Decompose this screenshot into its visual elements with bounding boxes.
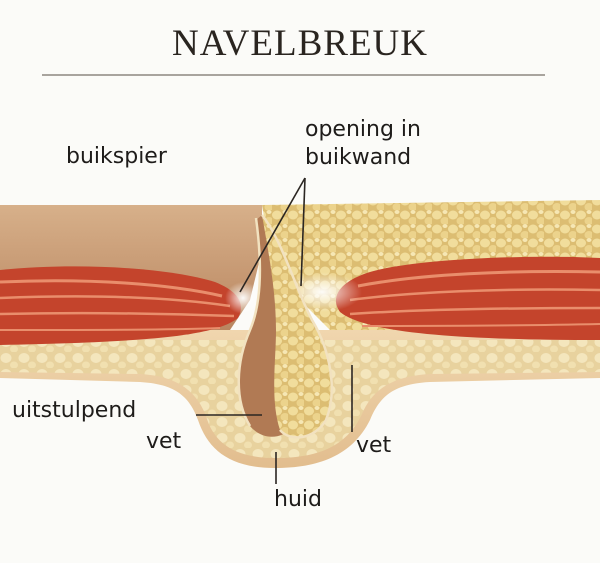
leader-opening-2 — [300, 177, 306, 287]
sac-outline — [261, 214, 333, 439]
wall-opening-left — [225, 282, 261, 314]
label-uitstulpend-line1: uitstulpend — [12, 398, 137, 423]
right-abdominal-muscle — [335, 256, 600, 340]
label-vet: vet — [356, 433, 392, 458]
label-opening-line1: opening in — [305, 117, 421, 142]
label-buikspier: buikspier — [66, 144, 167, 169]
label-opening-line2: buikwand — [305, 145, 412, 170]
protruding-fat — [262, 215, 332, 438]
label-uitstulpend-line2: vet — [146, 429, 182, 454]
label-huid: huid — [274, 487, 322, 512]
leader-opening-1 — [239, 177, 306, 293]
left-abdominal-muscle — [0, 266, 241, 345]
diagram-title: NAVELBREUK — [172, 23, 428, 64]
